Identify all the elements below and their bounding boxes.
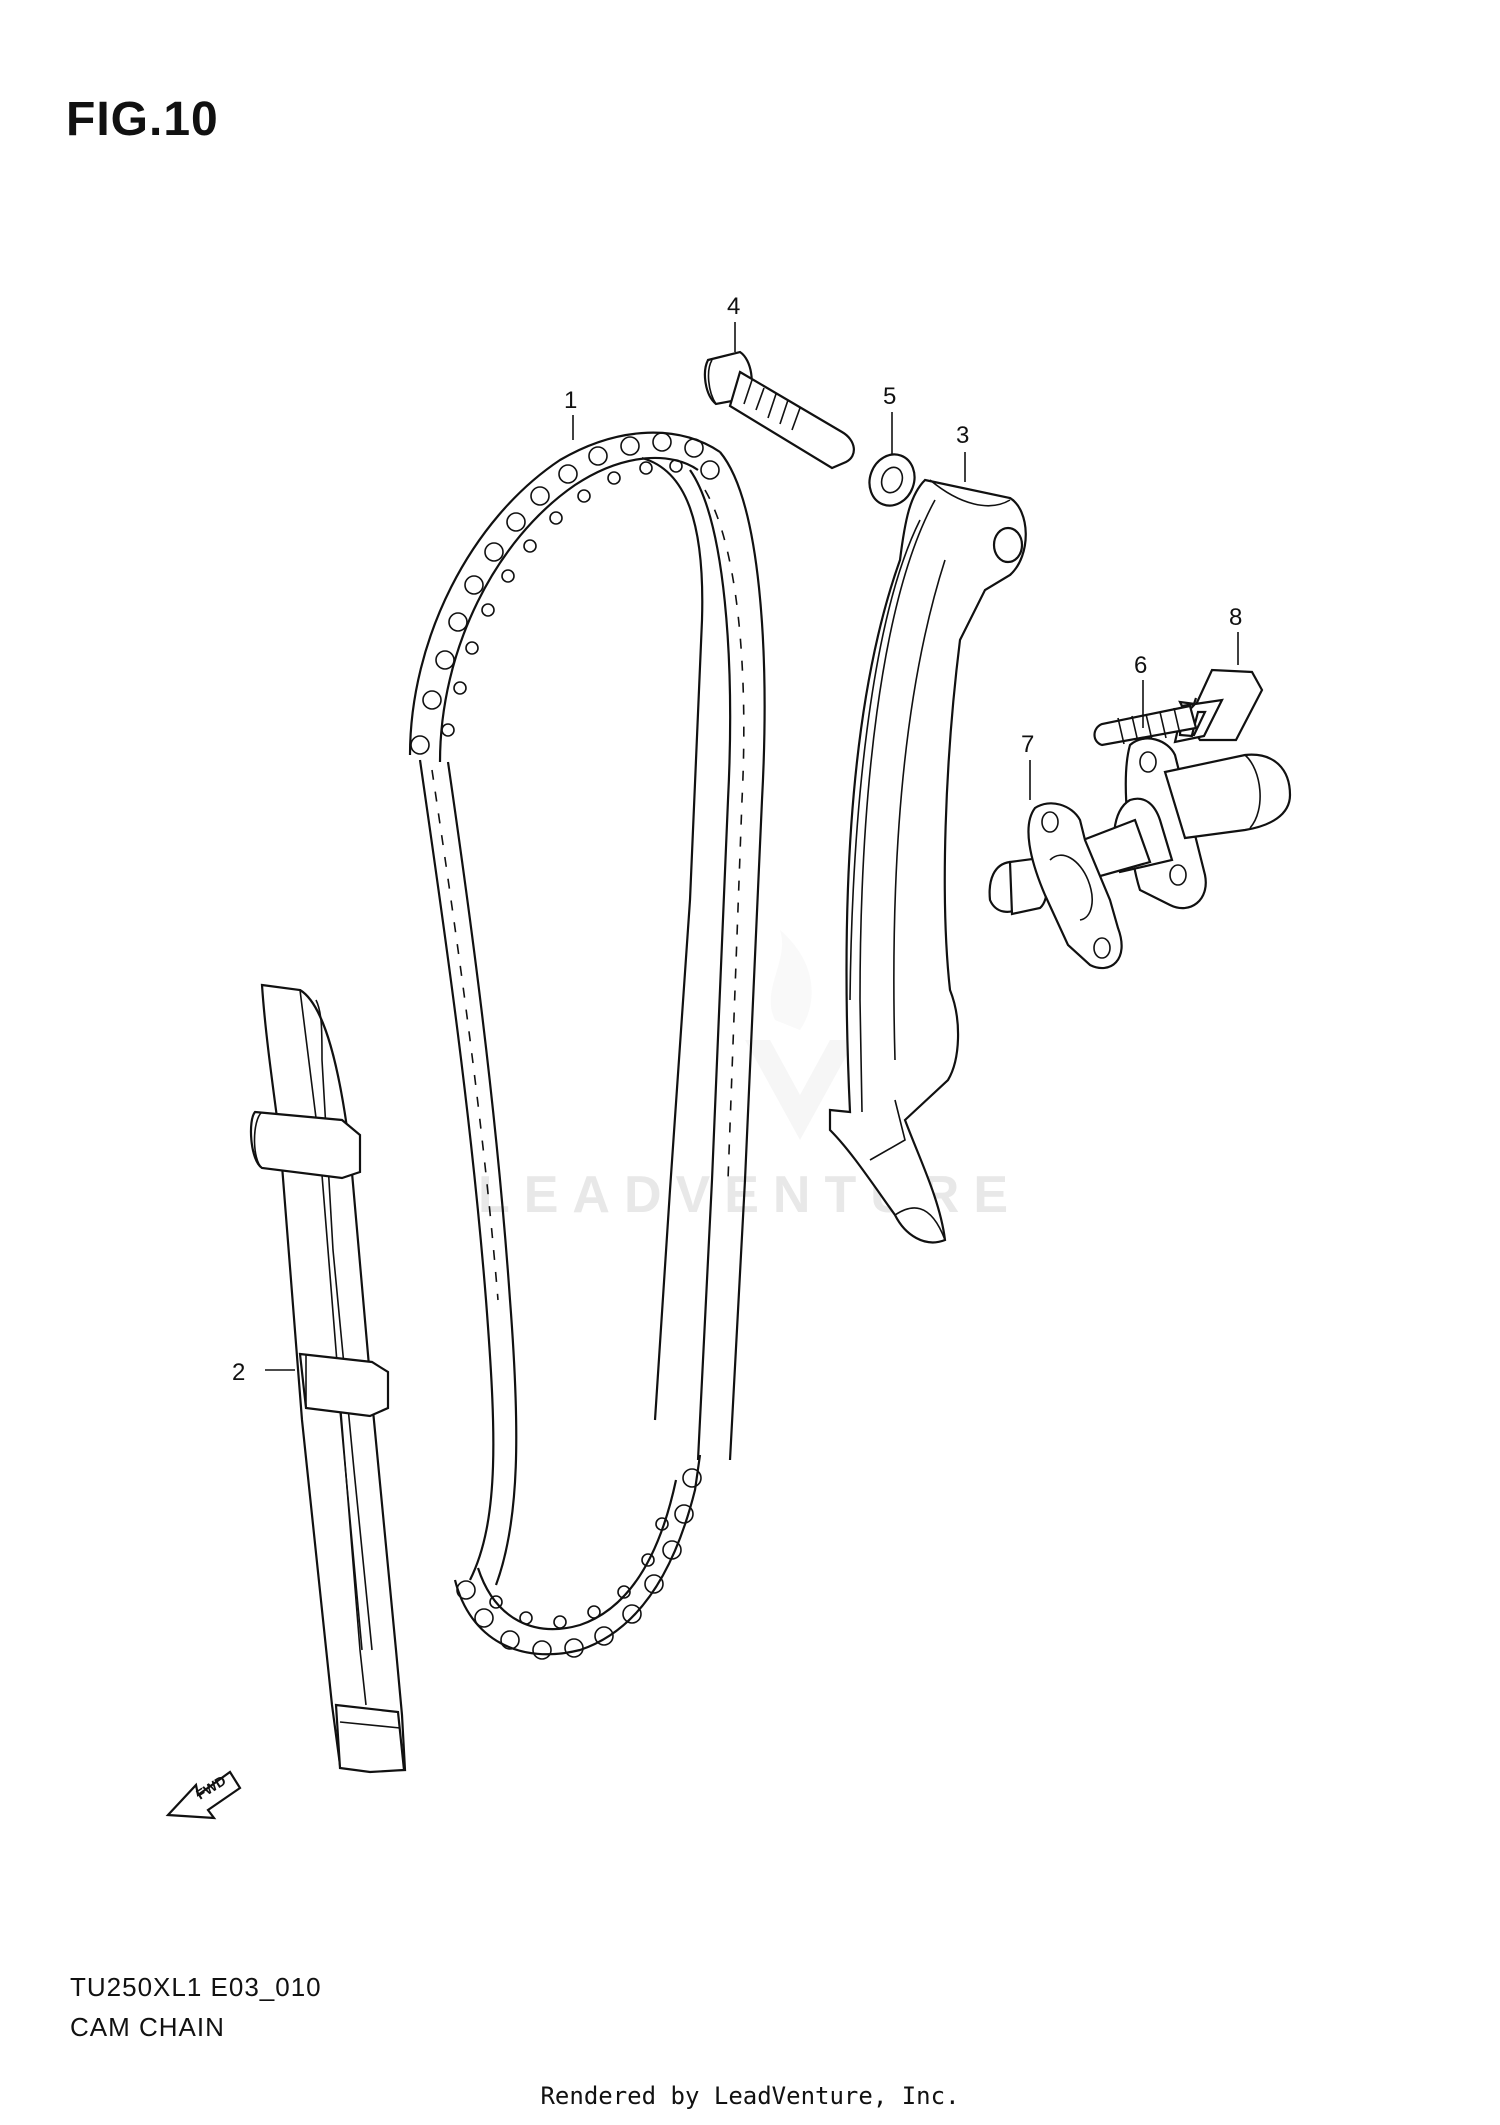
callout-4: 4	[727, 293, 740, 320]
tensioner-adjuster-part-6	[988, 737, 1292, 916]
callout-8: 8	[1229, 604, 1242, 631]
callout-leaders	[265, 322, 1239, 1371]
washer-part-5	[868, 453, 916, 507]
callout-7: 7	[1021, 731, 1034, 758]
bolt-part-8	[1093, 668, 1264, 747]
chain-guide-part-2	[249, 983, 407, 1774]
bolt-part-4	[703, 350, 855, 470]
diagram-name: CAM CHAIN	[70, 2012, 225, 2042]
callout-6: 6	[1134, 652, 1147, 679]
callout-1: 1	[564, 387, 577, 414]
figure-label: FIG.10	[66, 93, 219, 146]
tensioner-arm-part-3	[828, 478, 1027, 1244]
gasket-part-7	[1027, 802, 1123, 970]
model-code: TU250XL1 E03_010	[70, 1972, 322, 2002]
callout-2: 2	[232, 1359, 245, 1386]
fwd-arrow-icon: FWD	[165, 1770, 242, 1820]
render-credit: Rendered by LeadVenture, Inc.	[540, 2082, 960, 2110]
callout-3: 3	[956, 422, 969, 449]
cam-chain-part-1	[408, 431, 766, 1660]
callout-5: 5	[883, 383, 896, 410]
watermark-logo	[745, 930, 855, 1140]
